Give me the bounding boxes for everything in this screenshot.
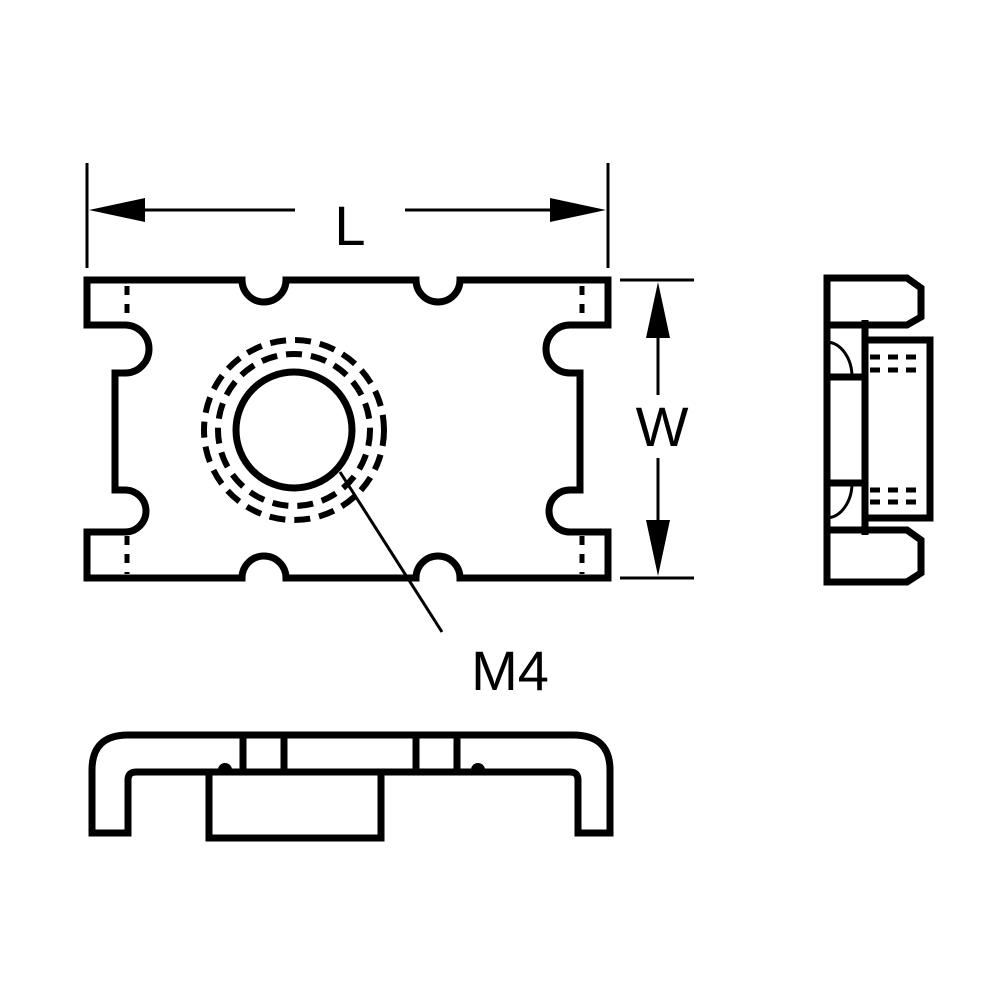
thread-label: M4 bbox=[471, 639, 549, 702]
length-label: L bbox=[334, 194, 365, 257]
plate-front-view bbox=[88, 731, 614, 842]
plate-top-view: M4 bbox=[83, 276, 612, 702]
length-dimension: L bbox=[85, 163, 610, 268]
arrow-left-icon bbox=[89, 198, 145, 222]
width-label: W bbox=[636, 395, 689, 458]
arrow-up-icon bbox=[646, 282, 670, 338]
width-dimension: W bbox=[620, 278, 694, 580]
arrow-right-icon bbox=[550, 198, 606, 222]
threaded-hole bbox=[232, 368, 356, 492]
leader-line bbox=[338, 471, 444, 633]
arrow-down-icon bbox=[646, 520, 670, 576]
plate-side-view bbox=[823, 274, 934, 586]
